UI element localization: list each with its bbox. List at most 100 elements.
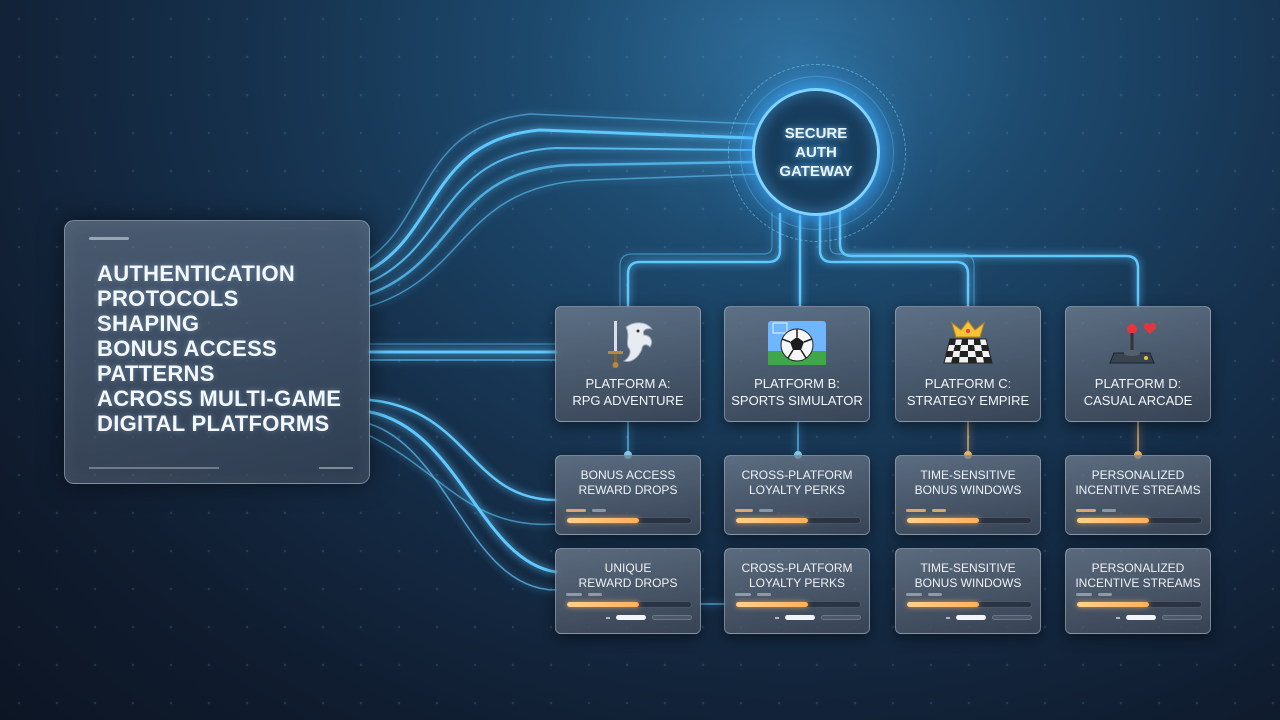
bonus-progress-bar — [735, 601, 861, 608]
gateway-outer-ring — [728, 64, 906, 242]
bar-ticks — [1076, 593, 1112, 596]
bonus-label-line: REWARD DROPS — [578, 483, 678, 497]
bonus-label: TIME-SENSITIVE BONUS WINDOWS — [898, 468, 1038, 498]
bonus-label-line: CROSS-PLATFORM — [741, 561, 853, 575]
platform-label-line: PLATFORM C: — [924, 376, 1012, 391]
platform-label-line: CASUAL ARCADE — [1083, 393, 1193, 408]
bonus-progress-bar — [906, 601, 1032, 608]
bar-ticks — [566, 509, 606, 512]
platform-label: PLATFORM C: STRATEGY EMPIRE — [898, 375, 1038, 409]
platform-label: PLATFORM B: SPORTS SIMULATOR — [727, 375, 867, 409]
soccer-ball-icon — [725, 317, 869, 371]
bonus-label-line: BONUS ACCESS — [580, 468, 676, 482]
title-line: SHAPING — [97, 311, 200, 336]
title-line: DIGITAL PLATFORMS — [97, 411, 330, 436]
bar-ticks — [566, 593, 602, 596]
bonus-progress-fill — [907, 602, 979, 607]
bonus-progress-bar — [1076, 517, 1202, 524]
bonus-progress-fill — [567, 602, 639, 607]
bonus-label-line: PERSONALIZED — [1091, 468, 1185, 482]
platform-card-c: PLATFORM C: STRATEGY EMPIRE — [895, 306, 1041, 422]
platform-card-b: PLATFORM B: SPORTS SIMULATOR — [724, 306, 870, 422]
wire-upper-2 — [369, 146, 753, 283]
bonus-label: PERSONALIZED INCENTIVE STREAMS — [1068, 468, 1208, 498]
bonus-label-line: LOYALTY PERKS — [748, 483, 846, 497]
bonus-status-pills — [1116, 615, 1202, 620]
bonus-label-line: TIME-SENSITIVE — [920, 468, 1016, 482]
sword-dragon-icon — [556, 317, 700, 371]
bonus-label-line: REWARD DROPS — [578, 576, 678, 590]
bonus-card-row2-c: TIME-SENSITIVE BONUS WINDOWS — [895, 548, 1041, 634]
bonus-progress-fill — [1077, 518, 1149, 523]
bar-ticks — [735, 509, 773, 512]
platform-card-a: PLATFORM A: RPG ADVENTURE — [555, 306, 701, 422]
bonus-card-row2-d: PERSONALIZED INCENTIVE STREAMS — [1065, 548, 1211, 634]
bar-ticks — [735, 593, 771, 596]
wire-gateway-c — [818, 214, 970, 308]
platform-label-line: PLATFORM A: — [585, 376, 671, 391]
title-line: AUTHENTICATION — [97, 261, 296, 286]
platform-card-d: PLATFORM D: CASUAL ARCADE — [1065, 306, 1211, 422]
bonus-label-line: INCENTIVE STREAMS — [1075, 483, 1201, 497]
bonus-label-line: TIME-SENSITIVE — [920, 561, 1016, 575]
bonus-progress-fill — [736, 602, 808, 607]
wire-lower-1 — [368, 398, 558, 502]
wire-gateway-a — [626, 212, 782, 308]
wire-upper-5 — [369, 113, 756, 259]
bonus-card-row1-c: TIME-SENSITIVE BONUS WINDOWS — [895, 455, 1041, 535]
platform-label: PLATFORM D: CASUAL ARCADE — [1068, 375, 1208, 409]
wire-lower-4 — [369, 435, 557, 526]
bonus-label-line: UNIQUE — [604, 561, 652, 575]
joystick-heart-icon — [1066, 317, 1210, 371]
platform-label: PLATFORM A: RPG ADVENTURE — [558, 375, 698, 409]
platform-label-line: SPORTS SIMULATOR — [731, 393, 863, 408]
secure-auth-gateway-node: SECURE AUTH GATEWAY — [752, 88, 880, 216]
panel-decoration — [89, 237, 129, 240]
wire-upper-1 — [368, 128, 754, 272]
bonus-status-pills — [606, 615, 692, 620]
crown-chessboard-icon — [896, 317, 1040, 371]
platform-label-line: RPG ADVENTURE — [572, 393, 684, 408]
title-line: PROTOCOLS — [97, 286, 239, 311]
bonus-progress-bar — [735, 517, 861, 524]
wire-upper-4 — [369, 173, 761, 307]
gateway-outer-ring — [740, 76, 894, 230]
bonus-progress-fill — [1077, 602, 1149, 607]
wire-lower-3 — [369, 423, 557, 591]
panel-decoration — [319, 467, 353, 469]
wire-upper-3 — [368, 160, 757, 296]
title-panel: AUTHENTICATION PROTOCOLS SHAPING BONUS A… — [64, 220, 370, 484]
bonus-progress-fill — [567, 518, 639, 523]
bonus-label-line: INCENTIVE STREAMS — [1075, 576, 1201, 590]
title-line: ACROSS MULTI-GAME — [97, 386, 342, 411]
bar-ticks — [1076, 509, 1116, 512]
bonus-label-line: BONUS WINDOWS — [914, 576, 1022, 590]
panel-decoration — [89, 467, 219, 469]
bonus-label: TIME-SENSITIVE BONUS WINDOWS — [898, 561, 1038, 591]
bonus-label: PERSONALIZED INCENTIVE STREAMS — [1068, 561, 1208, 591]
gateway-label: SECURE AUTH GATEWAY — [766, 124, 866, 181]
bonus-label: BONUS ACCESS REWARD DROPS — [558, 468, 698, 498]
platform-label-line: PLATFORM B: — [754, 376, 840, 391]
platform-label-line: PLATFORM D: — [1094, 376, 1182, 391]
bonus-progress-fill — [736, 518, 808, 523]
bonus-label-line: BONUS WINDOWS — [914, 483, 1022, 497]
bonus-progress-bar — [906, 517, 1032, 524]
bonus-progress-bar — [566, 517, 692, 524]
gateway-label-line: GATEWAY — [779, 162, 853, 180]
bonus-label: UNIQUE REWARD DROPS — [558, 561, 698, 591]
platform-label-line: STRATEGY EMPIRE — [906, 393, 1030, 408]
wire-gateway-d — [838, 210, 1140, 308]
bonus-label: CROSS-PLATFORM LOYALTY PERKS — [727, 468, 867, 498]
bonus-status-pills — [775, 615, 861, 620]
bonus-card-row1-d: PERSONALIZED INCENTIVE STREAMS — [1065, 455, 1211, 535]
bonus-label-line: CROSS-PLATFORM — [741, 468, 853, 482]
wire-lower-2 — [368, 410, 558, 574]
title-line: BONUS ACCESS — [97, 336, 278, 361]
bonus-progress-fill — [907, 518, 979, 523]
bonus-card-row2-a: UNIQUE REWARD DROPS — [555, 548, 701, 634]
bonus-label-line: PERSONALIZED — [1091, 561, 1185, 575]
gateway-label-line: AUTH — [795, 143, 837, 161]
bonus-progress-bar — [566, 601, 692, 608]
